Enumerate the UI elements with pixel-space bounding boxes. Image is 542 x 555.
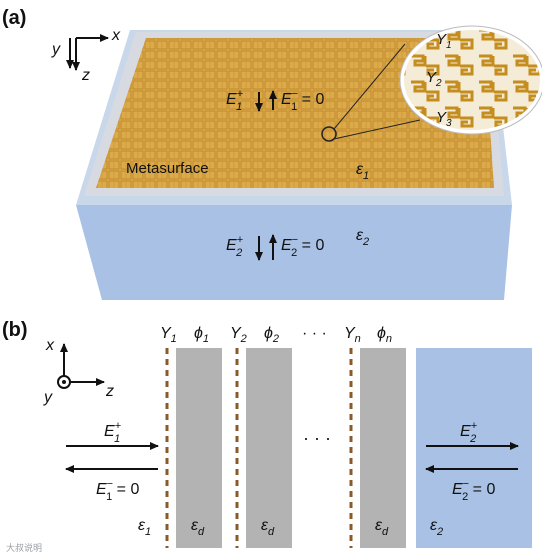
layer-top-labels: Y1 ϕ1 Y2 ϕ2 · · · Yn ϕn: [160, 325, 392, 345]
svg-text:Y2: Y2: [230, 325, 247, 345]
dielectric-slab-2: [246, 348, 292, 548]
ellipsis: · · ·: [303, 428, 331, 448]
magnifier-spot: [321, 126, 337, 142]
dielectric-layers: [176, 348, 532, 548]
svg-text:E+1: E+1: [104, 420, 122, 445]
region1-eps: ε1: [356, 161, 369, 182]
svg-text:Y1: Y1: [436, 31, 452, 51]
watermark: 大叔说明: [6, 542, 42, 554]
svg-text:ϕ1: ϕ1: [194, 325, 209, 345]
right-fields: E+2 E−2 = 0: [425, 420, 519, 503]
svg-text:Y3: Y3: [436, 109, 452, 129]
svg-text:Yn: Yn: [344, 325, 361, 345]
magnifier-line: [333, 119, 421, 140]
region2-eps: ε2: [356, 227, 369, 248]
bottom-eps-labels: ε1 εd εd εd ε2: [138, 517, 443, 538]
svg-text:Y2: Y2: [426, 69, 442, 89]
axis-x-label: x: [45, 337, 55, 354]
magnifier-line: [333, 43, 406, 130]
region1-fields: E+1 E−1 = 0: [226, 88, 324, 113]
svg-text:εd: εd: [261, 517, 275, 538]
axis-y-label: y: [43, 389, 53, 406]
metasurface: [96, 38, 494, 188]
svg-text:E−2 = 0: E−2 = 0: [281, 234, 324, 259]
svg-text:ε2: ε2: [430, 517, 443, 538]
region2-fields: E+2 E−2 = 0: [226, 234, 324, 261]
panel-a-label: (a): [2, 7, 26, 29]
unit-cell-inset: Y1 Y2 Y3: [399, 25, 542, 135]
svg-text:E+2: E+2: [226, 234, 244, 259]
svg-text:ϕn: ϕn: [377, 325, 392, 345]
axis-z-label: z: [81, 67, 90, 84]
axis-x-label: x: [111, 27, 121, 44]
svg-text:ϕ2: ϕ2: [264, 325, 279, 345]
svg-text:E−2 = 0: E−2 = 0: [452, 478, 495, 503]
panel-a-axes: x y z: [51, 27, 121, 84]
svg-text:E−1 = 0: E−1 = 0: [281, 88, 324, 113]
axis-z-label: z: [105, 383, 114, 400]
svg-text:E+1: E+1: [226, 88, 244, 113]
axis-y-label: y: [51, 41, 61, 58]
left-fields: E+1 E−1 = 0: [65, 420, 159, 503]
svg-text:Y1: Y1: [160, 325, 177, 345]
svg-text:E−1 = 0: E−1 = 0: [96, 478, 139, 503]
metasurface-label: Metasurface: [126, 160, 209, 177]
svg-text:ε1: ε1: [138, 517, 151, 538]
svg-text:· · ·: · · ·: [302, 325, 327, 342]
svg-text:εd: εd: [375, 517, 389, 538]
dielectric-slab-1: [176, 348, 222, 548]
svg-text:εd: εd: [191, 517, 205, 538]
admittance-sheets: [165, 348, 353, 548]
dielectric-slab-n: [360, 348, 406, 548]
panel-b-label: (b): [2, 319, 28, 341]
panel-b-axes: x y z: [43, 337, 114, 406]
svg-text:E+2: E+2: [460, 420, 478, 445]
